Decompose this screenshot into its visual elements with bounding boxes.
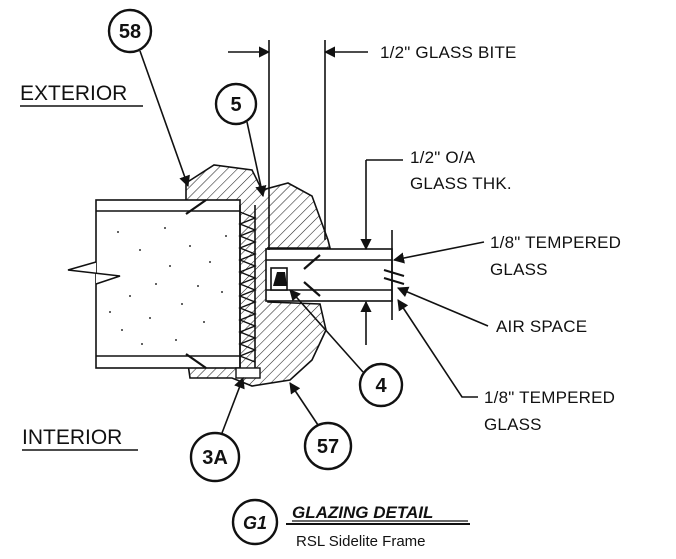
oa-thickness-label-line1: 1/2" O/A bbox=[410, 148, 476, 167]
sidelite-panel bbox=[67, 199, 241, 369]
callout-5 bbox=[214, 82, 267, 198]
glass-bite-label: 1/2" GLASS BITE bbox=[380, 43, 517, 62]
air-space-label: AIR SPACE bbox=[496, 317, 587, 336]
tempered-glass-bottom-line2: GLASS bbox=[484, 415, 542, 434]
oa-thickness-label-line2: GLASS THK. bbox=[410, 174, 512, 193]
callout-57-label: 57 bbox=[317, 436, 339, 458]
callout-57 bbox=[289, 382, 353, 471]
exterior-label: EXTERIOR bbox=[20, 82, 127, 105]
screw-element bbox=[235, 205, 261, 379]
interior-label: INTERIOR bbox=[22, 426, 122, 449]
insulated-glass-unit bbox=[265, 248, 405, 302]
callout-3a-label: 3A bbox=[202, 447, 228, 469]
glass-bite-dimension bbox=[228, 40, 368, 250]
callout-58 bbox=[107, 8, 190, 188]
callout-5-label: 5 bbox=[230, 94, 241, 116]
callout-4-label: 4 bbox=[375, 375, 387, 397]
detail-title: GLAZING DETAIL bbox=[292, 503, 433, 522]
detail-title-block bbox=[231, 498, 470, 546]
callout-3a bbox=[189, 376, 245, 483]
overall-thickness-dimension bbox=[360, 159, 403, 345]
tempered-glass-bottom-line1: 1/8" TEMPERED bbox=[484, 388, 615, 407]
detail-tag: G1 bbox=[243, 513, 267, 533]
tempered-glass-top-line1: 1/8" TEMPERED bbox=[490, 233, 621, 252]
callout-58-label: 58 bbox=[119, 21, 141, 43]
tempered-glass-top-line2: GLASS bbox=[490, 260, 548, 279]
detail-subtitle: RSL Sidelite Frame bbox=[296, 533, 426, 550]
glass-leaders bbox=[392, 241, 489, 398]
callout-4 bbox=[289, 289, 404, 408]
